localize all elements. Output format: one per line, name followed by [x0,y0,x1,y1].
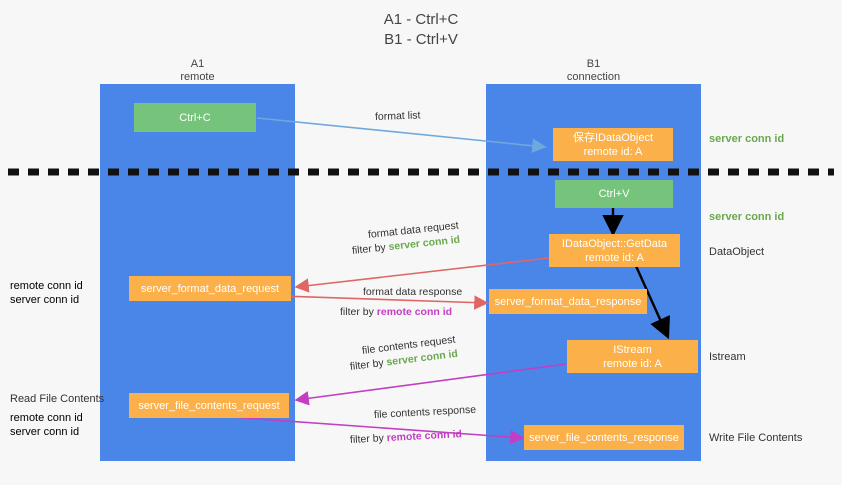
annotation-dataobject-text: DataObject [709,246,765,258]
column-header-a1-name: A1 [190,58,205,70]
column-header-b1-sub: connection [566,71,621,83]
filter-prefix: filter by [349,356,388,373]
box-save-idataobject-line1: 保存IDataObject [572,131,654,144]
annotation-server-conn-id-top: server conn id [709,132,784,146]
box-server-file-contents-request[interactable]: server_file_contents_request [129,393,289,418]
edge-label-format-list: format list [375,108,421,124]
box-getdata-line1: IDataObject::GetData [561,237,668,250]
annotation-write-file-contents: Write File Contents [709,431,802,445]
box-save-idataobject-line2: remote id: A [583,145,643,158]
annotation-server-conn-id-second: server conn id [709,210,784,224]
box-server-file-contents-request-label: server_file_contents_request [138,399,280,412]
edge-label-format-list-text: format list [374,109,421,123]
column-header-b1: B1 connection [486,58,701,84]
annotation-server-conn-id-top-text: server conn id [709,133,785,145]
edge-label-file-contents-response: file contents response [374,403,477,422]
column-header-b1-name: B1 [586,58,601,70]
annotation-write-file-contents-text: Write File Contents [709,432,803,444]
box-server-format-data-response-label: server_format_data_response [494,295,642,308]
box-ctrl-v[interactable]: Ctrl+V [555,180,673,208]
filter-prefix: filter by [349,432,388,446]
box-server-file-contents-response-label: server_file_contents_response [529,431,679,444]
box-ctrl-c[interactable]: Ctrl+C [134,103,256,132]
annotation-server-conn-id-second-text: server conn id [709,211,785,223]
box-save-idataobject[interactable]: 保存IDataObject remote id: A [553,128,673,161]
annotation-server-conn-id-2: server conn id [10,426,80,438]
column-header-a1-sub: remote [180,71,215,83]
box-server-format-data-response[interactable]: server_format_data_response [489,289,647,314]
title-line-2: B1 - Ctrl+V [384,31,458,48]
edge-label-file-contents-response-filter: filter by remote conn id [350,427,463,447]
annotation-conn-ids-format: remote conn id server conn id [10,279,83,307]
filter-prefix: filter by [340,306,377,318]
box-getdata-line2: remote id: A [585,251,644,264]
diagram-title: A1 - Ctrl+C B1 - Ctrl+V [0,10,842,50]
edge-label-format-data-response: format data response [363,285,462,299]
annotation-istream: Istream [709,350,746,364]
annotation-server-conn-id-1: server conn id [10,294,80,306]
box-server-file-contents-response[interactable]: server_file_contents_response [524,425,684,450]
annotation-istream-text: Istream [709,351,746,363]
edge-label-file-contents-response-text: file contents response [373,403,477,421]
annotation-conn-ids-file: remote conn id server conn id [10,411,83,439]
box-istream-line2: remote id: A [603,357,662,370]
filter-value-remote-conn-id: remote conn id [386,428,463,445]
title-line-1: A1 - Ctrl+C [383,11,459,28]
annotation-read-file-contents: Read File Contents [10,392,104,406]
box-istream[interactable]: IStream remote id: A [567,340,698,373]
annotation-read-file-contents-text: Read File Contents [10,393,105,405]
column-header-a1: A1 remote [100,58,295,84]
annotation-remote-conn-id-1: remote conn id [10,280,83,292]
box-server-format-data-request[interactable]: server_format_data_request [129,276,291,301]
filter-prefix: filter by [351,241,390,257]
box-ctrl-c-label: Ctrl+C [179,111,211,124]
edge-label-format-data-response-text: format data response [363,286,463,298]
filter-value-remote-conn-id: remote conn id [376,306,453,318]
box-server-format-data-request-label: server_format_data_request [140,282,280,295]
box-idataobject-getdata[interactable]: IDataObject::GetData remote id: A [549,234,680,267]
annotation-remote-conn-id-2: remote conn id [10,412,83,424]
annotation-dataobject: DataObject [709,245,764,259]
edge-label-format-data-response-filter: filter by remote conn id [340,305,452,319]
box-ctrl-v-label: Ctrl+V [598,188,630,200]
box-istream-line1: IStream [613,343,652,356]
